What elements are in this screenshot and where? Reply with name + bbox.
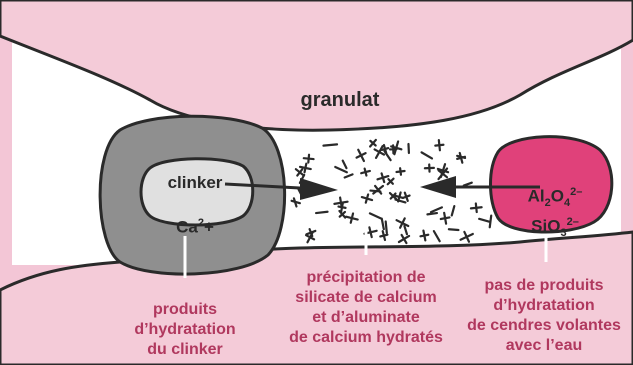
ca-symbol: Ca bbox=[176, 218, 198, 237]
si-sub: 3 bbox=[560, 227, 566, 239]
crystal-stroke bbox=[386, 221, 387, 232]
crystal-stroke bbox=[435, 145, 443, 146]
crystal-stroke bbox=[308, 155, 309, 163]
crystal-stroke bbox=[449, 229, 459, 230]
ca-ion-label: Ca2+ bbox=[150, 193, 240, 238]
crystal-stroke bbox=[427, 213, 437, 214]
si-symbol: SiO bbox=[531, 217, 560, 236]
crystal-stroke bbox=[420, 235, 428, 237]
clinker-label: clinker bbox=[150, 173, 240, 193]
si-charge: 2– bbox=[567, 216, 579, 228]
crystal-stroke bbox=[476, 204, 477, 213]
produits-clinker-caption: produits d’hydratation du clinker bbox=[100, 300, 270, 360]
crystal-stroke bbox=[441, 217, 450, 219]
pas-de-produits-caption: pas de produits d’hydratation de cendres… bbox=[455, 276, 633, 356]
crystal-stroke bbox=[323, 144, 337, 145]
ca-charge: + bbox=[204, 218, 214, 237]
crystal-stroke bbox=[490, 216, 491, 228]
crystal-stroke bbox=[316, 212, 327, 213]
crystal-stroke bbox=[400, 168, 401, 174]
silicate-ion-label: SiO32– bbox=[500, 192, 610, 243]
crystal-stroke bbox=[370, 191, 380, 192]
granulat-label: granulat bbox=[280, 90, 400, 110]
precipitation-caption: précipitation de silicate de calcium et … bbox=[266, 268, 466, 348]
